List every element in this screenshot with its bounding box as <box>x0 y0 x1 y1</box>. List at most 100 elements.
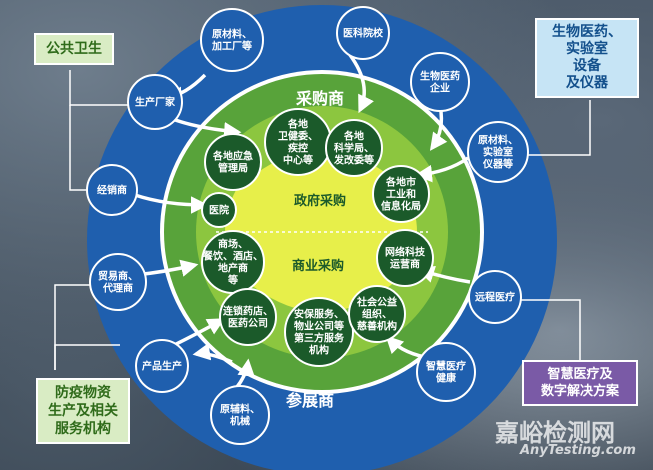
node-label-line: 连锁药店、 <box>223 305 273 318</box>
node-label-line: 第三方服务 <box>294 332 345 345</box>
government-procurement-label: 政府采购 <box>294 193 346 209</box>
node-label-line: 医院 <box>209 204 229 217</box>
node-label-line: 工业和 <box>386 188 416 201</box>
epidemic-supplies-box: 防疫物资 生产及相关 服务机构 <box>36 378 130 444</box>
node-label-line: 组织、 <box>362 308 392 321</box>
node-label-line: 商场、 <box>218 238 248 251</box>
node-label-line: 生物医药 <box>420 70 460 83</box>
epidemic-line-1: 防疫物资 <box>55 385 111 401</box>
node-label-line: 机械 <box>230 415 250 428</box>
node-circle <box>210 385 270 445</box>
smart-solution-line-1: 智慧医疗及 <box>547 367 613 382</box>
center-area <box>225 150 417 312</box>
node-label-line: 机构 <box>309 344 329 357</box>
node-circle <box>325 119 383 177</box>
public-health-box: 公共卫生 <box>34 33 114 65</box>
bio-lab-line-1: 生物医药、 <box>552 24 622 40</box>
node-raw-processing: 原材料、加工厂等 <box>200 8 264 72</box>
node-auxiliary-machinery: 原辅料、机械 <box>210 385 270 445</box>
node-label-line: 发改委等 <box>333 154 374 167</box>
node-layer: 原材料、加工厂等医科院校生产厂家经销商贸易商、代理商生物医药企业原材料、实验室仪… <box>86 6 529 445</box>
node-pharmacy-chain: 连锁药店、医药公司 <box>219 288 277 346</box>
node-label-line: 医科院校 <box>343 27 384 40</box>
node-label-line: 运营商 <box>390 258 420 271</box>
node-circle <box>135 339 189 393</box>
node-circle <box>467 121 529 183</box>
node-label-line: 原材料、 <box>478 134 518 147</box>
node-label-line: 中心等 <box>283 154 313 167</box>
node-label-line: 等 <box>228 274 238 287</box>
node-circle <box>201 192 237 228</box>
node-label-line: 各地 <box>287 118 308 131</box>
watermark-en: AnyTesting.com <box>520 443 636 458</box>
node-distributor: 经销商 <box>86 164 138 216</box>
node-hospital: 医院 <box>201 192 237 228</box>
node-label-line: 物业公司等 <box>294 320 344 333</box>
epidemic-line-3: 服务机构 <box>55 421 111 437</box>
node-label-line: 经销商 <box>97 184 127 197</box>
node-label-line: 社会公益 <box>356 296 397 309</box>
node-label-line: 生产厂家 <box>135 96 176 109</box>
node-label-line: 加工厂等 <box>211 40 252 53</box>
node-label-line: 疾控 <box>288 142 308 155</box>
node-label-line: 地产商 <box>218 262 248 275</box>
node-label-line: 远程医疗 <box>475 291 515 304</box>
node-label-line: 实验室 <box>483 146 513 159</box>
node-label-line: 各地市 <box>385 176 416 189</box>
commercial-procurement-label: 商业采购 <box>292 258 344 274</box>
node-label-line: 企业 <box>429 82 450 95</box>
node-label-line: 安保服务、 <box>294 308 344 321</box>
bio-lab-box: 生物医药、 实验室 设备 及仪器 <box>535 18 639 98</box>
node-label-line: 网络科技 <box>385 246 426 259</box>
watermark-cn: 嘉峪检测网 <box>495 419 615 447</box>
smart-solution-line-2: 数字解决方案 <box>540 384 619 399</box>
node-manufacturer: 生产厂家 <box>127 74 183 130</box>
node-circle <box>284 297 354 367</box>
public-health-line: 公共卫生 <box>46 41 102 57</box>
node-medical-school: 医科院校 <box>336 6 390 60</box>
node-trade-agent: 贸易商、代理商 <box>89 253 147 311</box>
node-circle <box>219 288 277 346</box>
node-product-production: 产品生产 <box>135 339 189 393</box>
node-circle <box>376 229 434 287</box>
smart-medical-solution-box: 智慧医疗及 数字解决方案 <box>522 360 638 406</box>
node-label-line: 慈善机构 <box>357 320 397 333</box>
node-circle <box>127 74 183 130</box>
node-label-line: 代理商 <box>102 282 133 295</box>
node-label-line: 各地 <box>343 130 364 143</box>
node-circle <box>89 253 147 311</box>
node-label-line: 管理局 <box>218 162 248 175</box>
node-label-line: 健康 <box>436 372 457 385</box>
node-label-line: 原材料、 <box>212 28 252 41</box>
node-label-line: 各地应急 <box>212 150 253 163</box>
node-label-line: 餐饮、酒店、 <box>202 250 263 263</box>
node-label-line: 医药公司 <box>228 317 268 330</box>
epidemic-line-2: 生产及相关 <box>48 403 118 419</box>
node-circle <box>468 270 522 324</box>
node-circle <box>86 164 138 216</box>
node-label-line: 产品生产 <box>142 360 182 373</box>
node-circle <box>410 52 470 112</box>
bio-lab-line-2: 实验室 <box>566 41 608 57</box>
node-label-line: 信息化局 <box>381 200 421 213</box>
node-remote-medical: 远程医疗 <box>468 270 522 324</box>
node-circle <box>416 342 476 402</box>
node-label-line: 贸易商、 <box>98 270 138 283</box>
node-circle <box>372 165 430 223</box>
node-label-line: 原辅料、 <box>220 403 260 416</box>
buyer-label: 采购商 <box>295 89 344 108</box>
node-circle <box>200 8 264 72</box>
node-label-line: 科学局、 <box>334 142 374 155</box>
